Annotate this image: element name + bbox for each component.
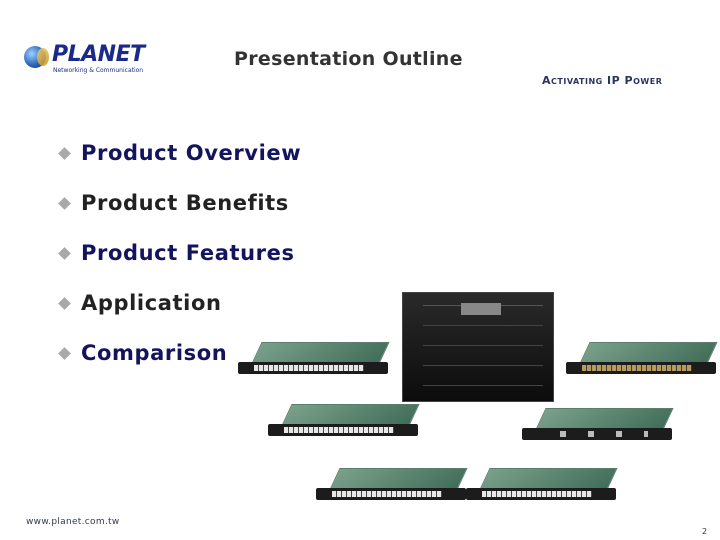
logo-tagline: Networking & Communication bbox=[53, 67, 144, 74]
outline-item: Product Features bbox=[56, 228, 301, 278]
diamond-bullet-icon bbox=[58, 296, 71, 310]
switch-chassis-image bbox=[402, 292, 554, 402]
diamond-bullet-icon bbox=[58, 246, 71, 260]
line-card-image bbox=[522, 408, 674, 442]
chassis-control-panel bbox=[461, 303, 501, 315]
planet-logo: PLANET Networking & Communication bbox=[24, 42, 145, 78]
diamond-bullet-icon bbox=[58, 196, 71, 210]
outline-item: Product Benefits bbox=[56, 178, 301, 228]
outline-item: Application bbox=[56, 278, 301, 328]
outline-item-label: Product Overview bbox=[81, 141, 302, 165]
line-card-image bbox=[268, 404, 420, 438]
diamond-bullet-icon bbox=[58, 346, 71, 360]
line-card-image bbox=[238, 342, 390, 376]
line-card-image bbox=[566, 342, 718, 376]
outline-item-label: Product Benefits bbox=[81, 191, 289, 215]
page-number: 2 bbox=[702, 527, 708, 536]
footer-url: www.planet.com.tw bbox=[26, 517, 120, 527]
outline-list: Product Overview Product Benefits Produc… bbox=[56, 128, 301, 378]
line-card-image bbox=[466, 468, 618, 502]
logo-wordmark: PLANET bbox=[52, 42, 145, 67]
line-card-image bbox=[316, 468, 468, 502]
slide-title: Presentation Outline bbox=[234, 48, 463, 70]
outline-item-label: Comparison bbox=[81, 341, 228, 365]
globe-icon bbox=[24, 46, 49, 68]
outline-item-label: Application bbox=[81, 291, 222, 315]
outline-item: Product Overview bbox=[56, 128, 301, 178]
outline-item-label: Product Features bbox=[81, 241, 295, 265]
slogan: Activating IP Power bbox=[542, 74, 663, 87]
diamond-bullet-icon bbox=[58, 146, 71, 160]
outline-item: Comparison bbox=[56, 328, 301, 378]
